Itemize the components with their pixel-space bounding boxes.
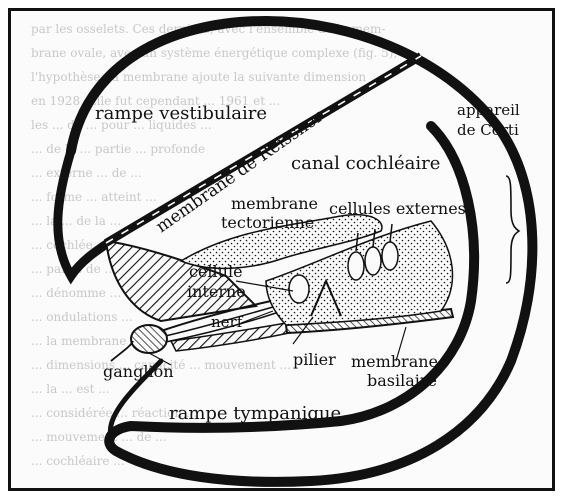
background-text-line: ... ondulations ... xyxy=(31,310,133,324)
cochlea-diagram: par les osselets. Ces derniers, avec l'e… xyxy=(11,11,555,491)
corti-bracket xyxy=(506,176,519,283)
label-membrane-tectorienne-1: membrane xyxy=(231,194,318,213)
background-text-line: ... cochléaire ... xyxy=(31,454,125,468)
background-text-line: ... mouvement ... de ... xyxy=(31,430,167,444)
label-rampe-vestibulaire: rampe vestibulaire xyxy=(95,103,267,124)
background-text-line: ... forme ... atteint ... xyxy=(31,190,157,204)
background-text-line: ... externe ... de ... xyxy=(31,166,142,180)
background-text-line: ... de la ... partie ... profonde xyxy=(31,142,205,156)
figure-frame: par les osselets. Ces derniers, avec l'e… xyxy=(8,8,555,491)
background-text-line: ... dénomme ... xyxy=(31,286,121,300)
background-text-line: ... la ... de la ... xyxy=(31,214,121,228)
label-ganglion: ganglion xyxy=(103,362,174,381)
background-text-line: ... la ... est ... xyxy=(31,382,110,396)
label-pilier: pilier xyxy=(293,350,336,369)
background-text-line: ... la membrane ... xyxy=(31,334,142,348)
background-text-line: l'hypothèse, la membrane ajoute la suiva… xyxy=(31,70,366,84)
label-canal-cochleaire: canal cochléaire xyxy=(291,153,440,174)
background-text-line: brane ovale, avec un système énergétique… xyxy=(31,46,397,60)
label-de-corti: de Corti xyxy=(457,121,519,139)
label-appareil: appareil xyxy=(457,101,520,119)
label-interne: interne xyxy=(187,282,246,301)
label-nerf: nerf xyxy=(211,313,244,331)
label-membrane-tectorienne-2: tectorienne xyxy=(221,213,314,232)
label-cellules-externes: cellules externes xyxy=(329,199,466,218)
label-rampe-tympanique: rampe tympanique xyxy=(169,403,341,424)
label-cellule: cellule xyxy=(189,262,243,281)
ganglion-body xyxy=(131,325,167,353)
label-membrane-basilaire-2: basilaire xyxy=(367,371,437,390)
label-membrane-basilaire-1: membrane xyxy=(351,352,438,371)
